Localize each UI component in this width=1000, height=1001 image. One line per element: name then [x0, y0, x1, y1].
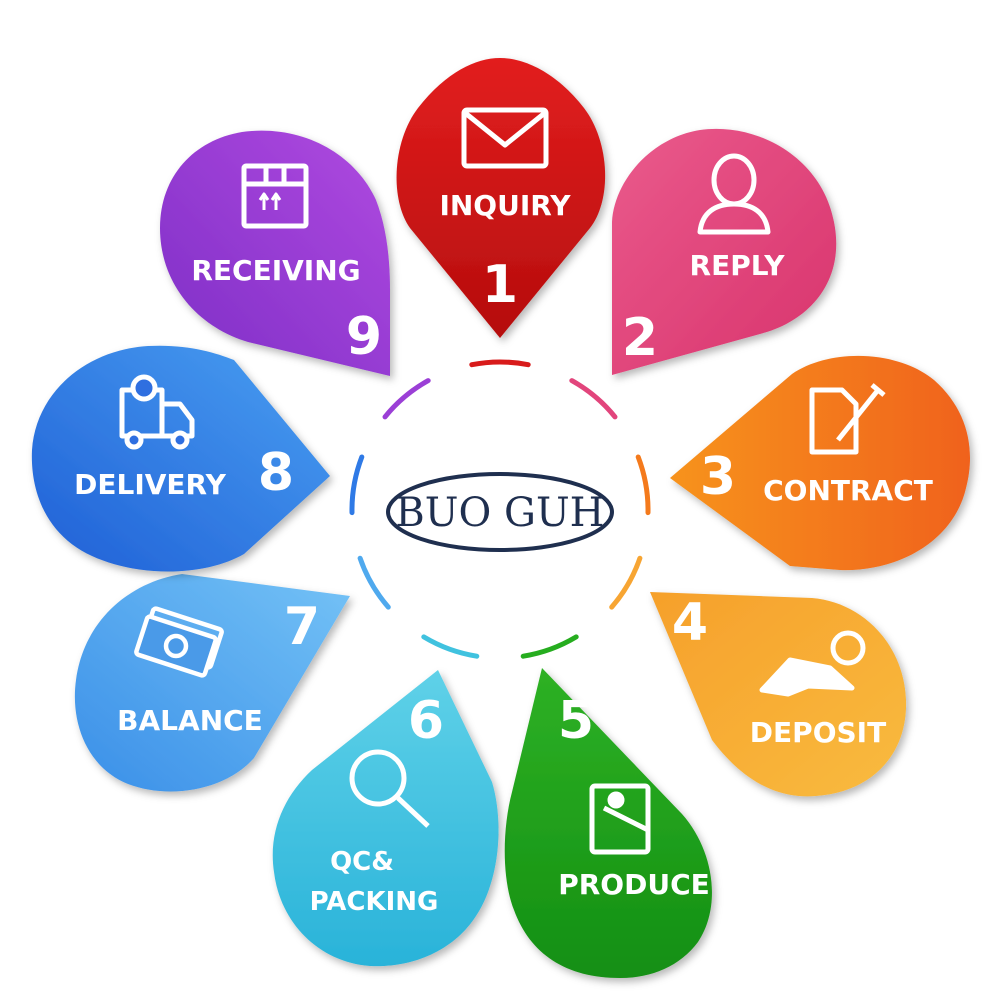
step-deposit[interactable]: 4 DEPOSIT: [650, 592, 907, 797]
ring-segment: [520, 634, 579, 659]
step-delivery[interactable]: 8 DELIVERY: [31, 345, 330, 572]
ring-segment: [382, 378, 431, 420]
step-reply[interactable]: REPLY 2: [612, 128, 837, 375]
petal-receiving: [160, 130, 390, 376]
petal-contract: [670, 355, 971, 571]
center-ring: [349, 359, 651, 659]
magnifier-icon: [349, 749, 430, 828]
ring-segment: [357, 555, 391, 610]
step-qc-label-line1: QC&: [330, 847, 394, 877]
step-contract-number: 3: [700, 447, 736, 507]
petal-qc: [272, 670, 499, 967]
envelope-icon: [461, 107, 549, 169]
step-balance-label: BALANCE: [117, 704, 263, 737]
step-produce[interactable]: 5 PRODUCE: [504, 668, 712, 978]
document-pen-icon: [809, 383, 886, 455]
step-qc-number: 6: [408, 691, 444, 751]
ring-segment: [635, 454, 651, 516]
logo-text: BUO GUH: [395, 490, 604, 536]
step-inquiry-number: 1: [482, 255, 518, 315]
step-balance-number: 7: [284, 597, 320, 657]
ring-segment: [609, 555, 643, 610]
step-delivery-number: 8: [258, 443, 294, 503]
step-qc-label-line2: PACKING: [310, 887, 439, 917]
package-box-icon: [241, 163, 309, 229]
step-inquiry-label: INQUIRY: [439, 189, 571, 222]
step-inquiry[interactable]: INQUIRY 1: [396, 58, 606, 338]
step-qc-packing[interactable]: 6 QC& PACKING: [272, 670, 499, 967]
petal-inquiry: [396, 58, 606, 338]
step-deposit-label: DEPOSIT: [750, 716, 886, 749]
step-reply-number: 2: [622, 308, 658, 368]
money-bills-icon: [134, 606, 224, 678]
step-receiving-number: 9: [346, 307, 382, 367]
petal-reply: [612, 128, 837, 375]
ring-segment: [421, 634, 480, 659]
ring-segment: [349, 454, 365, 516]
truck-icon: [119, 374, 195, 450]
ring-segment: [569, 378, 618, 420]
step-contract[interactable]: 3 CONTRACT: [670, 355, 971, 571]
petal-produce: [504, 668, 712, 978]
step-produce-label: PRODUCE: [558, 868, 710, 901]
hand-coin-icon: [759, 630, 866, 697]
step-deposit-number: 4: [672, 593, 708, 653]
step-produce-number: 5: [558, 691, 594, 751]
petal-delivery: [31, 345, 330, 572]
canvas-brush-icon: [589, 783, 651, 855]
step-receiving-label: RECEIVING: [191, 254, 360, 287]
step-contract-label: CONTRACT: [763, 474, 933, 507]
logo-ellipse: [386, 472, 614, 552]
step-balance[interactable]: 7 BALANCE: [74, 574, 350, 792]
step-receiving[interactable]: RECEIVING 9: [160, 130, 390, 376]
step-delivery-label: DELIVERY: [74, 468, 226, 501]
ring-segment: [469, 359, 531, 368]
step-reply-label: REPLY: [690, 249, 786, 282]
person-icon: [697, 153, 771, 235]
logo: BUO GUH: [364, 374, 636, 646]
